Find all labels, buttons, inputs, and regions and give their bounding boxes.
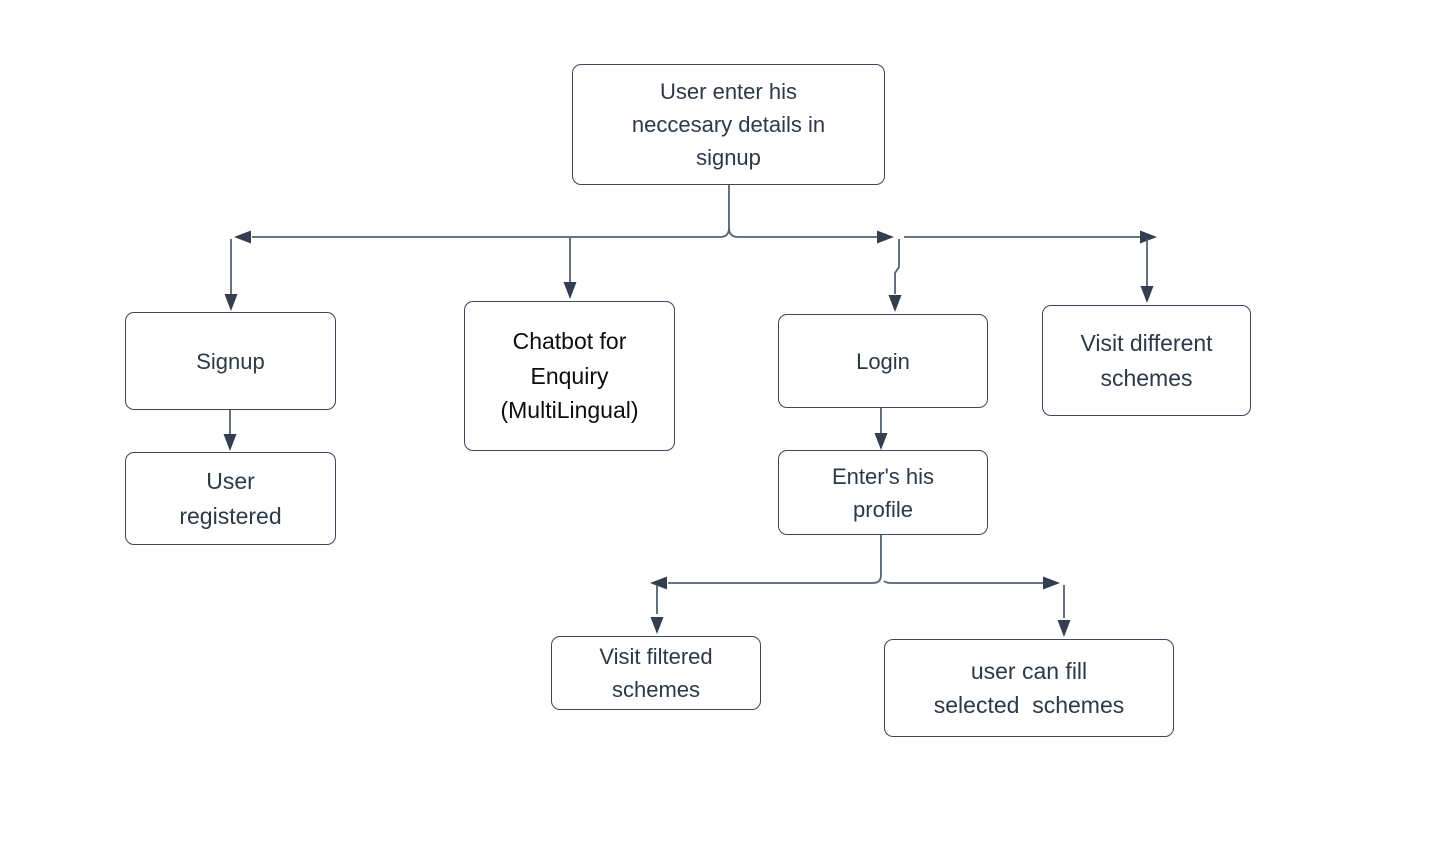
node-user-registered-label: User registered <box>179 468 282 529</box>
edge-enters-profile-to-fill-selected <box>883 576 1071 637</box>
node-visit-different-schemes: Visit different schemes <box>1042 305 1251 416</box>
edge-enters-profile-to-visit-filtered <box>650 535 882 634</box>
node-enters-profile: Enter's his profile <box>778 450 988 535</box>
node-fill-selected-schemes: user can fill selected schemes <box>884 639 1174 737</box>
node-signup: Signup <box>125 312 336 410</box>
node-login-label: Login <box>856 348 910 374</box>
node-visit-filtered-schemes-label: Visit filtered schemes <box>599 644 713 702</box>
node-visit-filtered-schemes: Visit filtered schemes <box>551 636 761 710</box>
node-signup-details-label: User enter his neccesary details in sign… <box>631 79 826 170</box>
node-fill-selected-schemes-label: user can fill selected schemes <box>933 657 1125 719</box>
node-chatbot-enquiry-label: Chatbot for Enquiry (MultiLingual) <box>500 328 639 424</box>
node-signup-label: Signup <box>196 348 265 374</box>
node-signup-details: User enter his neccesary details in sign… <box>572 64 885 185</box>
node-visit-different-schemes-label: Visit different schemes <box>1080 330 1213 391</box>
edge-signup-details-to-signup <box>224 227 730 311</box>
edge-signup-details-to-login <box>728 227 902 312</box>
node-chatbot-enquiry: Chatbot for Enquiry (MultiLingual) <box>464 301 675 451</box>
edge-signup-details-to-visit-different <box>904 230 1157 303</box>
node-login: Login <box>778 314 988 408</box>
node-user-registered: User registered <box>125 452 336 545</box>
edge-signup-details-to-chatbot <box>563 238 577 299</box>
edge-login-to-enters-profile <box>874 408 888 450</box>
edge-signup-to-user-registered <box>223 410 237 451</box>
node-enters-profile-label: Enter's his profile <box>831 463 935 522</box>
